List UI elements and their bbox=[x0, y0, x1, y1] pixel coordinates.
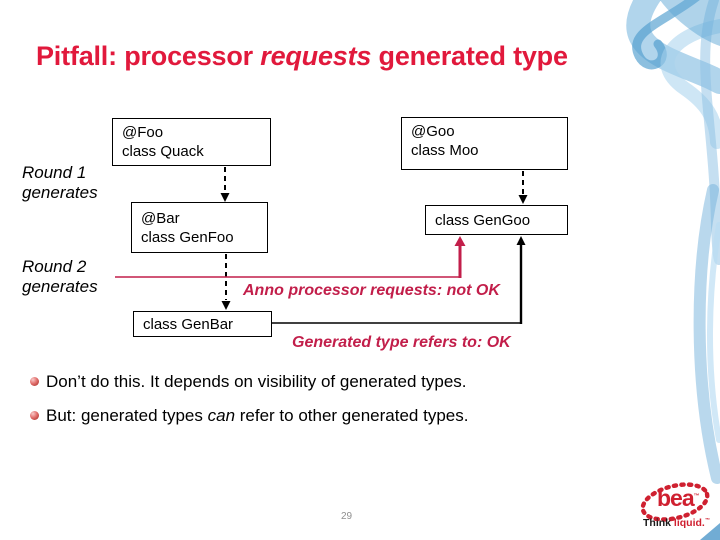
bullet1-text: Don’t do this. It depends on visibility … bbox=[46, 372, 467, 391]
bullet2-text: But: generated types can refer to other … bbox=[46, 406, 468, 426]
bea-brand-tm: ™ bbox=[693, 493, 700, 500]
round1-label-line2: generates bbox=[22, 183, 98, 203]
page-title: Pitfall: processor requests generated ty… bbox=[36, 41, 568, 72]
box-goo-moo: @Goo class Moo bbox=[401, 117, 568, 170]
box-goo-line2: class Moo bbox=[411, 142, 479, 159]
bea-logo-brand: bea™ bbox=[657, 485, 700, 512]
title-part2: generated type bbox=[371, 41, 568, 71]
box-gengoo: class GenGoo bbox=[425, 205, 568, 235]
box-genbar-text: class GenBar bbox=[143, 316, 234, 333]
round2-label: Round 2 generates bbox=[22, 257, 98, 297]
title-part1: Pitfall: processor bbox=[36, 41, 261, 71]
box-foo-line2: class Quack bbox=[122, 143, 204, 160]
bullet2-italic-word: can bbox=[207, 406, 236, 425]
bea-brand-text: bea bbox=[657, 485, 695, 511]
round2-label-line1: Round 2 bbox=[22, 257, 87, 276]
bea-logo-tagline: Think liquid.™ bbox=[643, 517, 710, 529]
bea-logo: bea™ Think liquid.™ bbox=[632, 478, 720, 536]
box-bar-line2: class GenFoo bbox=[141, 229, 234, 246]
bea-tagline-tm: ™ bbox=[704, 517, 710, 524]
round1-label-line1: Round 1 bbox=[22, 163, 87, 182]
box-gengoo-text: class GenGoo bbox=[435, 212, 531, 229]
round2-label-line2: generates bbox=[22, 277, 98, 297]
box-foo-quack: @Foo class Quack bbox=[112, 118, 271, 166]
bullet2-pre: But: generated types bbox=[46, 406, 208, 425]
box-genbar: class GenBar bbox=[133, 311, 272, 337]
bea-tagline-black: Think bbox=[643, 517, 674, 529]
bullet-item-1: Don’t do this. It depends on visibility … bbox=[30, 372, 467, 392]
box-bar-line1: @Bar bbox=[141, 210, 180, 227]
round1-label: Round 1 generates bbox=[22, 163, 98, 203]
annotation-not-ok: Anno processor requests: not OK bbox=[243, 282, 500, 299]
bullet-item-2: But: generated types can refer to other … bbox=[30, 406, 468, 426]
bullet2-post: refer to other generated types. bbox=[235, 406, 469, 425]
box-goo-line1: @Goo bbox=[411, 123, 455, 140]
page-number: 29 bbox=[341, 511, 353, 522]
annotation-ok: Generated type refers to: OK bbox=[292, 334, 511, 351]
title-italic-word: requests bbox=[260, 41, 372, 71]
box-bar-genfoo: @Bar class GenFoo bbox=[131, 202, 268, 253]
bullet-icon bbox=[30, 411, 39, 420]
bullet-icon bbox=[30, 377, 39, 386]
bea-logo-swirl-icon bbox=[640, 482, 710, 522]
bea-tagline-red: liquid. bbox=[673, 517, 705, 529]
box-foo-line1: @Foo bbox=[122, 124, 164, 141]
